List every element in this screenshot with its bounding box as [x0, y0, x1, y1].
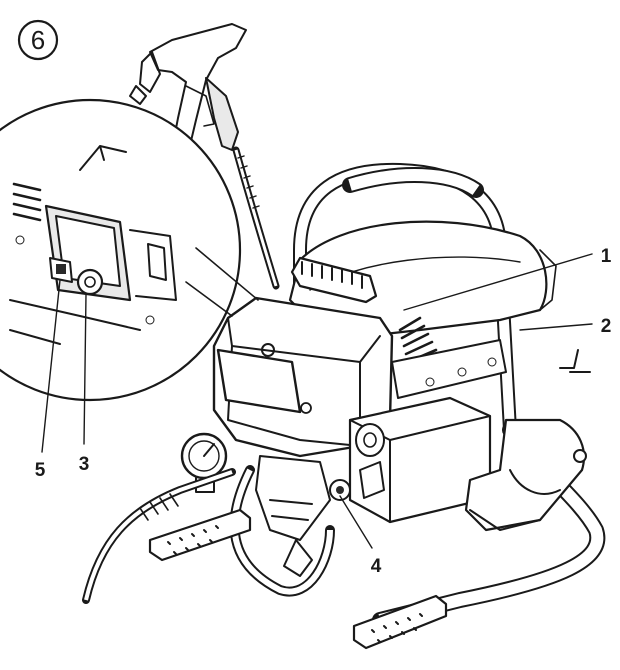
callout-2: 2	[601, 316, 612, 337]
frame-handle	[293, 162, 517, 437]
callout-1: 1	[601, 246, 612, 267]
figure-number: 6	[31, 25, 45, 55]
leader-1	[403, 253, 593, 311]
gun-hose	[232, 146, 280, 290]
leader-5	[41, 279, 61, 453]
pump-body	[212, 296, 507, 458]
callout-labels: 1 2 3 4 5	[35, 246, 612, 577]
callout-3: 3	[79, 454, 90, 475]
filter-box	[348, 396, 492, 524]
leader-3	[83, 293, 87, 445]
detail-magnifier	[0, 98, 259, 402]
high-pressure-hose	[82, 468, 236, 604]
leader-2	[519, 323, 593, 331]
callout-leaders	[41, 253, 593, 549]
suction-tube	[229, 465, 335, 597]
callout-5: 5	[35, 460, 46, 481]
top-handle	[290, 256, 378, 304]
figure-number-badge: 6	[17, 19, 59, 61]
outlet-valve	[255, 455, 351, 577]
leader-4	[339, 495, 373, 549]
bucket-holder	[464, 349, 591, 532]
callout-4: 4	[371, 556, 382, 577]
